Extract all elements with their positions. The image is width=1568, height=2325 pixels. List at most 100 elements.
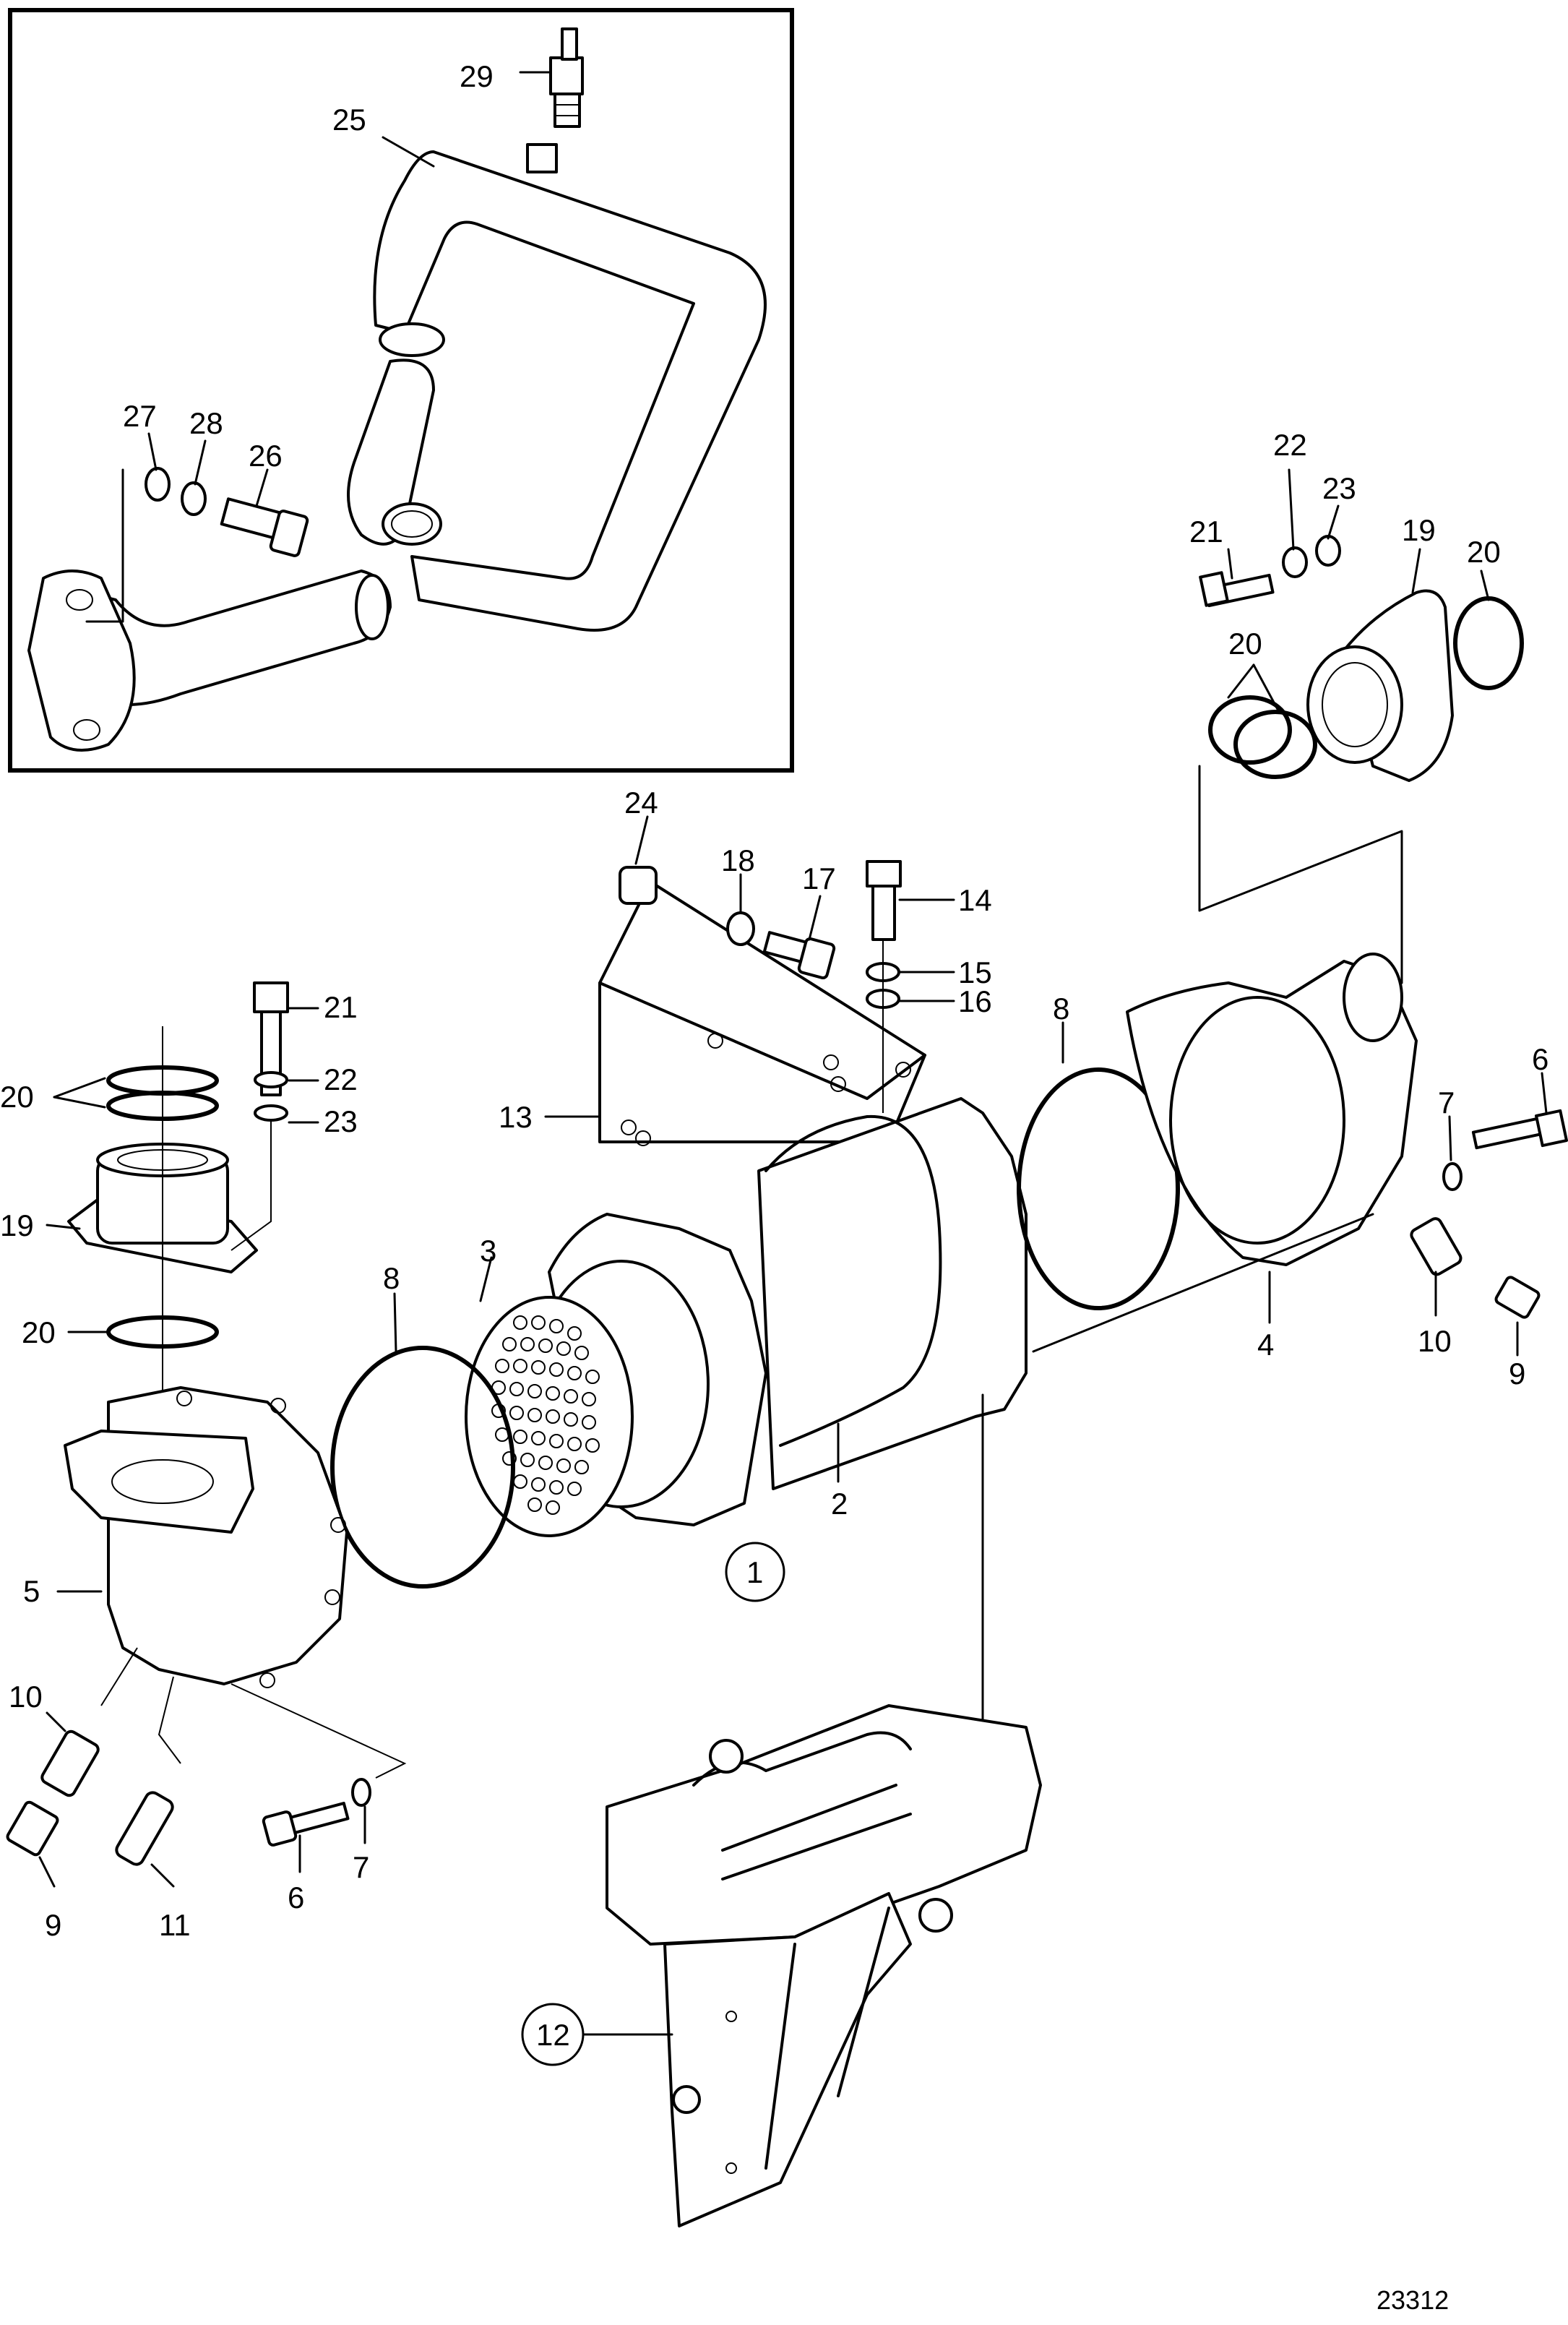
callout-9-right: 9: [1509, 1357, 1525, 1391]
callout-23-right: 23: [1322, 471, 1356, 505]
callout-1: 1: [746, 1555, 763, 1589]
leader-right-flange-to-housing: [1198, 765, 1403, 984]
bolt-26: [220, 497, 309, 557]
manifold-pipes: [692, 1731, 912, 1881]
sensor-9-right: [1494, 1276, 1541, 1319]
leader-cover-sensors: [100, 1647, 138, 1706]
leader-cover-bolt-6: [231, 1683, 407, 1779]
flange-hole-top: [66, 589, 93, 611]
washer-22-right: [1282, 546, 1308, 578]
callout-22-right: 22: [1273, 428, 1307, 462]
callout-22-left: 22: [324, 1062, 358, 1096]
callout-6-right: 6: [1532, 1042, 1548, 1076]
callout-26: 26: [249, 439, 283, 473]
callout-17: 17: [802, 861, 836, 895]
cooler-assembly: 3 8 2 1: [330, 1097, 1028, 1750]
oring-20-right-large: [1453, 596, 1524, 690]
pipe-break-left: [379, 322, 445, 357]
callout-12: 12: [536, 2018, 570, 2052]
pipe-nipple: [526, 143, 558, 173]
cooler-core-3: [465, 1296, 634, 1537]
cover-5-inlet: [64, 1430, 254, 1534]
manifold-hole: [672, 2085, 701, 2114]
callout-5: 5: [23, 1574, 40, 1608]
manifold-port-1: [709, 1739, 744, 1774]
end-cover-4-inner: [1169, 996, 1345, 1245]
oring-20-right-b: [1233, 710, 1317, 779]
callout-11: 11: [159, 1908, 191, 1942]
callout-21-left: 21: [324, 990, 358, 1024]
flange-19-right-inner: [1322, 662, 1388, 747]
bracket-13-fold: [598, 981, 926, 1100]
callout-7-right: 7: [1438, 1086, 1455, 1119]
pipe-lower: [56, 570, 392, 706]
callout-4: 4: [1257, 1328, 1274, 1362]
flange-hole-bottom: [73, 719, 100, 741]
sensor-10-left: [40, 1729, 100, 1797]
inset-frame: [8, 8, 794, 773]
leader-27-28-assembly: [85, 468, 124, 623]
sensor-29: [549, 27, 584, 128]
callout-8-left: 8: [383, 1261, 400, 1295]
washer-23-left: [254, 1104, 288, 1122]
oring-20-right-a: [1208, 695, 1292, 765]
sensor-9-left: [6, 1800, 59, 1857]
bolt-21-right-head: [1199, 571, 1229, 607]
callout-10-right: 10: [1418, 1324, 1452, 1358]
callout-7-left: 7: [353, 1850, 369, 1884]
manifold-port-2: [918, 1898, 953, 1933]
spacer-24: [619, 866, 658, 905]
callout-27: 27: [123, 399, 157, 433]
washer-22-left: [254, 1071, 288, 1088]
callout-20-left-top: 20: [0, 1080, 34, 1114]
leader-cover-to-sensors: [1032, 1213, 1374, 1353]
callout-20-left-mid: 20: [22, 1315, 56, 1349]
housing-2-body: [764, 1114, 942, 1447]
callout-19-left: 19: [0, 1208, 34, 1242]
callout-3: 3: [480, 1234, 496, 1268]
manifold-body-12-side: [764, 1907, 890, 2170]
callout-8-right: 8: [1053, 992, 1069, 1026]
pipe-25-end-inner: [391, 510, 433, 538]
callout-6-left: 6: [288, 1881, 304, 1914]
washer-7-right: [1442, 1162, 1463, 1191]
leader-bolt-21-left: [231, 1120, 272, 1251]
end-cover-4: [1126, 960, 1418, 1266]
pipe-lower-break: [355, 574, 389, 640]
callout-15: 15: [958, 955, 992, 989]
callout-13: 13: [499, 1100, 533, 1134]
washer-23-right: [1315, 535, 1341, 567]
oring-8-right: [1017, 1067, 1180, 1310]
bolt-6-left: [286, 1802, 350, 1835]
callout-28: 28: [189, 406, 223, 440]
sensor-11: [115, 1791, 174, 1866]
manifold-assembly: 12: [521, 1704, 1042, 2227]
cover-5-inlet-bore: [111, 1459, 214, 1504]
manifold-top: [606, 1704, 1042, 1946]
callout-2: 2: [831, 1487, 848, 1521]
pipe-25-lower-stub: [347, 358, 435, 546]
washer-27: [145, 467, 171, 502]
callout-29: 29: [460, 59, 494, 93]
callout-20-right: 20: [1228, 627, 1262, 661]
bolt-6-left-head: [262, 1810, 298, 1847]
document-number: 23312: [1377, 2285, 1449, 2315]
pipe-25-end-opening: [382, 502, 442, 546]
right-flange-assembly: 22 23 21 19 20 20: [1189, 428, 1524, 984]
callout-14: 14: [958, 883, 992, 917]
callout-10-left: 10: [9, 1680, 43, 1714]
washer-7-left: [351, 1778, 371, 1807]
callout-25: 25: [332, 103, 366, 137]
pipe-25-upper: [373, 150, 767, 632]
bolt-17-head: [797, 937, 836, 980]
manifold-body-12: [663, 1892, 912, 2227]
bracket-assembly: 24 18 17 14 15 16 13: [499, 786, 992, 1146]
callout-21-right: 21: [1189, 515, 1223, 549]
callout-16: 16: [958, 984, 992, 1018]
left-end-assembly: 21 22 23 20 19 20 5 10 9 11: [0, 981, 407, 1942]
washer-18: [726, 911, 755, 946]
cooler-tube-pattern: [491, 1315, 600, 1515]
flange-plate: [27, 570, 136, 752]
end-cover-4-nozzle: [1343, 953, 1403, 1042]
